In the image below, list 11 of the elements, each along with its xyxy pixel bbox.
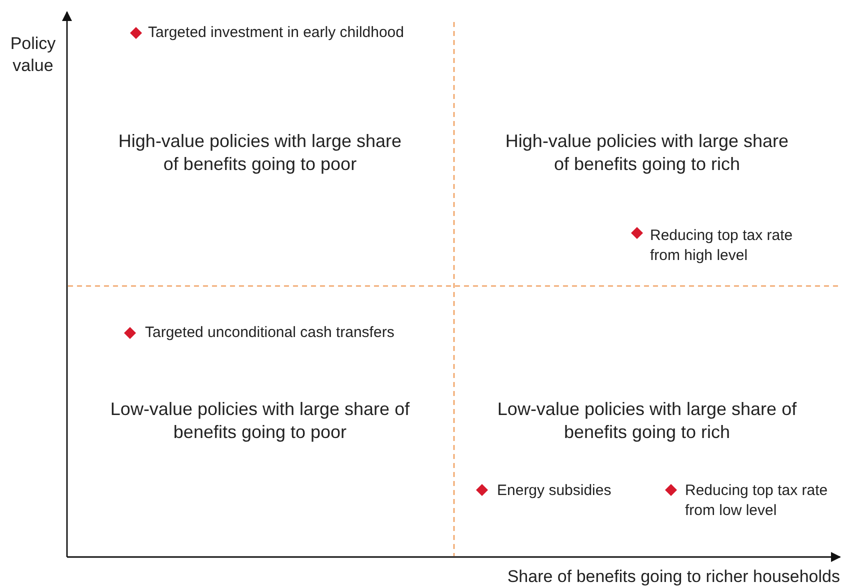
point-label: Targeted investment in early childhood <box>148 23 405 42</box>
quadrant-label: Low-value policies with large share of benefits going to poor <box>110 398 410 444</box>
point-label: Reducing top tax rate from low level <box>685 481 829 520</box>
quadrant-label: High-value policies with large share of benefits going to rich <box>504 130 790 176</box>
quadrant-label: Low-value policies with large share of benefits going to rich <box>497 398 797 444</box>
point-label: Targeted unconditional cash transfers <box>145 323 396 342</box>
point-label: Reducing top tax rate from high level <box>650 226 794 265</box>
quadrant-label: High-value policies with large share of benefits going to poor <box>117 130 403 176</box>
axis-label: Policy value <box>9 33 57 78</box>
point-label: Energy subsidies <box>497 481 612 500</box>
axis-label: Share of benefits going to richer households <box>506 566 840 588</box>
